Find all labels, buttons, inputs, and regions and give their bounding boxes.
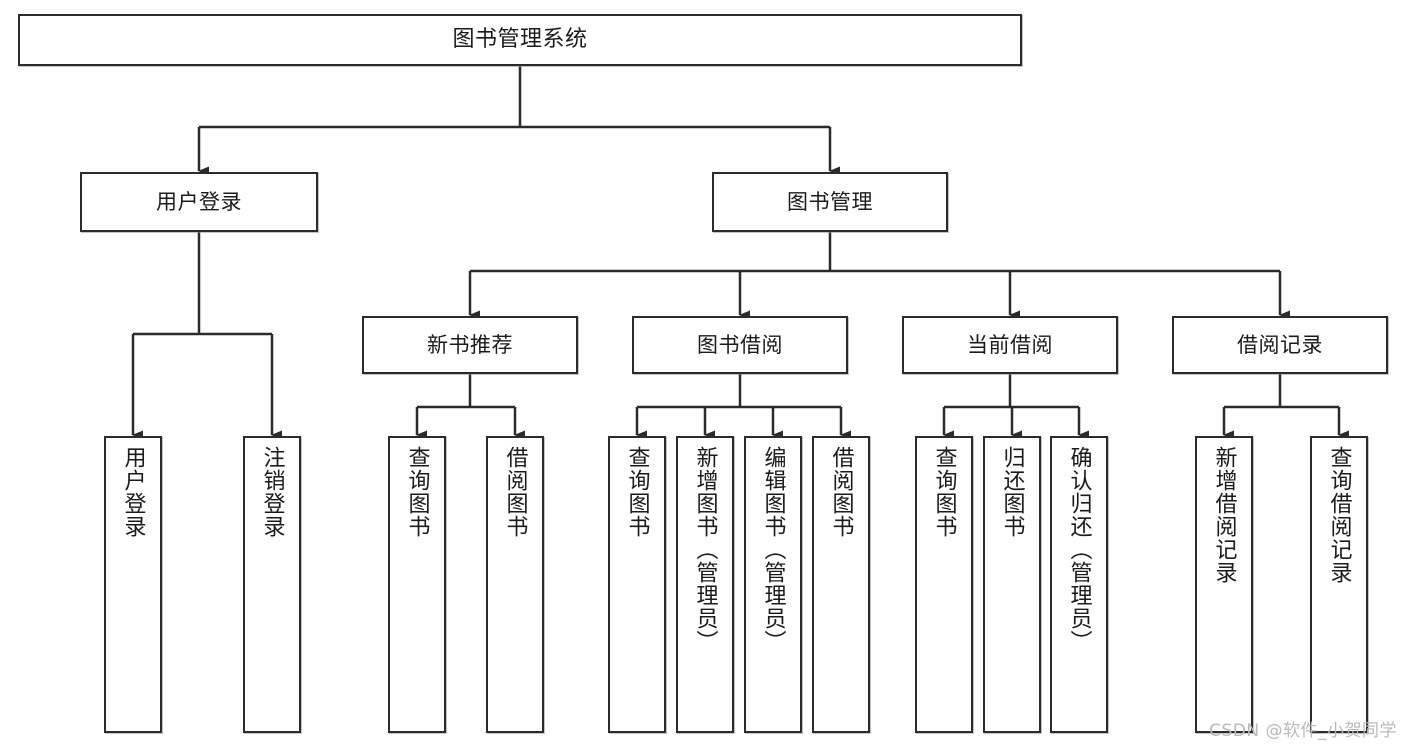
node-leaf-borrow-book-1[interactable]: 借阅图书	[486, 436, 544, 733]
node-label: 查询图书	[404, 446, 430, 538]
node-root[interactable]: 图书管理系统	[18, 14, 1022, 66]
node-book-borrow[interactable]: 图书借阅	[632, 316, 848, 374]
node-leaf-query-record[interactable]: 查询借阅记录	[1310, 436, 1368, 733]
node-leaf-logout[interactable]: 注销登录	[243, 436, 301, 733]
node-leaf-query-book-1[interactable]: 查询图书	[388, 436, 446, 733]
node-label: 用户登录	[156, 189, 242, 214]
node-leaf-confirm-return[interactable]: 确认归还（管理员）	[1050, 436, 1108, 733]
node-label: 注销登录	[259, 446, 285, 538]
node-leaf-add-record[interactable]: 新增借阅记录	[1195, 436, 1253, 733]
node-new-book-rec[interactable]: 新书推荐	[362, 316, 578, 374]
node-label: 新书推荐	[427, 332, 513, 357]
node-label: 归还图书	[999, 446, 1025, 538]
node-user-login[interactable]: 用户登录	[80, 172, 318, 232]
node-leaf-add-book[interactable]: 新增图书（管理员）	[676, 436, 734, 733]
node-label: 确认归还（管理员）	[1066, 446, 1092, 653]
node-leaf-user-login[interactable]: 用户登录	[104, 436, 162, 733]
node-label: 图书管理系统	[452, 27, 588, 53]
node-label: 借阅图书	[828, 446, 854, 538]
node-label: 图书管理	[787, 189, 873, 214]
node-label: 借阅记录	[1237, 332, 1323, 357]
node-label: 新增借阅记录	[1211, 446, 1237, 584]
csdn-watermark: CSDN @软件_小贺同学	[1209, 721, 1397, 741]
node-label: 查询图书	[624, 446, 650, 538]
node-leaf-return-book[interactable]: 归还图书	[983, 436, 1041, 733]
node-leaf-query-book-3[interactable]: 查询图书	[915, 436, 973, 733]
node-current-borrow[interactable]: 当前借阅	[902, 316, 1118, 374]
edges-group	[131, 66, 1349, 440]
node-label: 用户登录	[120, 446, 146, 538]
node-label: 借阅图书	[502, 446, 528, 538]
node-label: 编辑图书（管理员）	[760, 446, 786, 653]
node-label: 查询借阅记录	[1326, 446, 1352, 584]
node-leaf-borrow-book-2[interactable]: 借阅图书	[812, 436, 870, 733]
node-borrow-record[interactable]: 借阅记录	[1172, 316, 1388, 374]
node-label: 查询图书	[931, 446, 957, 538]
node-book-manage[interactable]: 图书管理	[712, 172, 948, 232]
node-leaf-query-book-2[interactable]: 查询图书	[608, 436, 666, 733]
node-leaf-edit-book[interactable]: 编辑图书（管理员）	[744, 436, 802, 733]
node-label: 当前借阅	[967, 332, 1053, 357]
node-label: 图书借阅	[697, 332, 783, 357]
node-label: 新增图书（管理员）	[692, 446, 718, 653]
